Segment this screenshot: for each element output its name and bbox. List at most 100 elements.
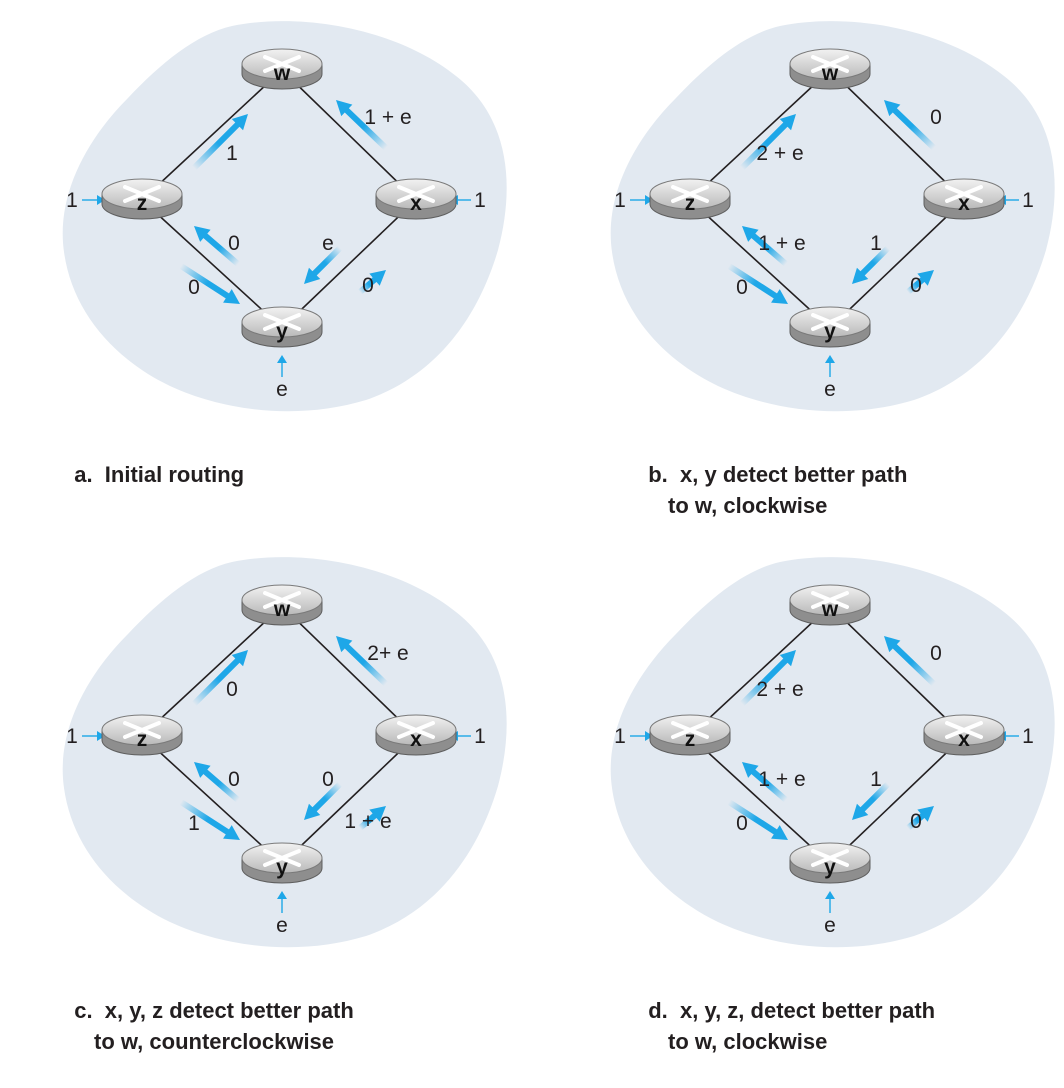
flow-label-zw-b: 2 + e bbox=[756, 142, 803, 165]
router-label-z: z bbox=[685, 728, 696, 751]
router-cross-icon bbox=[945, 721, 983, 739]
link-zy-d bbox=[689, 735, 831, 865]
flow-label-xw-c: 2+ e bbox=[367, 642, 408, 665]
router-cross-icon bbox=[811, 55, 849, 73]
flow-label-yz-a: 0 bbox=[228, 232, 240, 255]
link-zy-a bbox=[141, 199, 283, 329]
flow-arrow-xw-b bbox=[883, 100, 937, 151]
flow-arrow-xy-c bbox=[303, 781, 343, 821]
router-label-x: x bbox=[958, 728, 970, 751]
router-label-w: w bbox=[273, 598, 291, 621]
cloud-background-d bbox=[610, 557, 1055, 948]
flow-arrow-yx-b bbox=[906, 269, 935, 295]
link-zw-a bbox=[141, 69, 283, 201]
router-cross-icon bbox=[811, 591, 849, 609]
flow-label-zw-d: 2 + e bbox=[756, 678, 803, 701]
router-cross-icon bbox=[397, 185, 435, 203]
link-zw-d bbox=[689, 605, 831, 737]
caption-a: a. Initial routing bbox=[74, 462, 245, 487]
link-zw-c bbox=[141, 605, 283, 737]
router-z-c: z bbox=[101, 714, 183, 756]
link-wx-a bbox=[281, 69, 417, 201]
router-cross-icon bbox=[811, 313, 849, 331]
router-y-c: y bbox=[241, 842, 323, 884]
input-label-y-d: e bbox=[824, 914, 836, 937]
router-x-d: x bbox=[923, 714, 1005, 756]
router-w-b: w bbox=[789, 48, 871, 90]
router-y-d: y bbox=[789, 842, 871, 884]
flow-label-xy-a: e bbox=[322, 232, 334, 255]
router-label-z: z bbox=[137, 728, 148, 751]
router-label-y: y bbox=[824, 320, 836, 343]
input-label-z-d: 1 bbox=[614, 725, 626, 748]
flow-label-zw-a: 1 bbox=[226, 142, 238, 165]
router-x-a: x bbox=[375, 178, 457, 220]
flow-arrow-yx-a bbox=[358, 269, 387, 295]
router-label-x: x bbox=[410, 192, 422, 215]
link-wx-b bbox=[829, 69, 965, 201]
flow-label-yx-a: 0 bbox=[362, 274, 374, 297]
router-label-y: y bbox=[276, 856, 288, 879]
flow-label-xw-d: 0 bbox=[930, 642, 942, 665]
flow-label-zy-d: 0 bbox=[736, 812, 748, 835]
router-w-a: w bbox=[241, 48, 323, 90]
flow-arrow-zw-a bbox=[191, 114, 248, 171]
link-zy-c bbox=[141, 735, 283, 865]
flow-label-yz-d: 1 + e bbox=[758, 768, 805, 791]
flow-arrow-zy-b bbox=[727, 263, 789, 304]
input-label-x-c: 1 bbox=[474, 725, 486, 748]
router-label-x: x bbox=[958, 192, 970, 215]
input-label-y-a: e bbox=[276, 378, 288, 401]
link-wx-c bbox=[281, 605, 417, 737]
flow-arrow-yz-d bbox=[741, 762, 788, 803]
flow-label-yz-b: 1 + e bbox=[758, 232, 805, 255]
flow-arrow-zy-c bbox=[179, 799, 241, 840]
input-label-y-b: e bbox=[824, 378, 836, 401]
flow-label-zy-b: 0 bbox=[736, 276, 748, 299]
link-yx-c bbox=[281, 735, 417, 865]
router-label-w: w bbox=[821, 598, 839, 621]
flow-label-zy-c: 1 bbox=[188, 812, 200, 835]
input-label-z-a: 1 bbox=[66, 189, 78, 212]
flow-arrow-xw-d bbox=[883, 636, 937, 687]
router-cross-icon bbox=[945, 185, 983, 203]
router-x-b: x bbox=[923, 178, 1005, 220]
routing-diagram-canvas: 1 1 + e 0 0 0 e 1 1 e w z x y 2 + e 0 1 + e 0 0 1 1 1 e w z x y 0 2… bbox=[62, 21, 1055, 948]
flow-arrow-xw-c bbox=[335, 636, 389, 687]
flow-label-xw-b: 0 bbox=[930, 106, 942, 129]
router-cross-icon bbox=[263, 55, 301, 73]
flow-label-zw-c: 0 bbox=[226, 678, 238, 701]
flow-label-yx-d: 0 bbox=[910, 810, 922, 833]
router-z-d: z bbox=[649, 714, 731, 756]
router-cross-icon bbox=[671, 721, 709, 739]
flow-label-xy-d: 1 bbox=[870, 768, 882, 791]
flow-label-xy-b: 1 bbox=[870, 232, 882, 255]
router-w-d: w bbox=[789, 584, 871, 626]
router-y-a: y bbox=[241, 306, 323, 348]
router-label-z: z bbox=[137, 192, 148, 215]
router-cross-icon bbox=[671, 185, 709, 203]
router-label-w: w bbox=[273, 62, 291, 85]
router-y-b: y bbox=[789, 306, 871, 348]
input-label-z-c: 1 bbox=[66, 725, 78, 748]
flow-arrow-xy-b bbox=[851, 245, 891, 285]
router-z-a: z bbox=[101, 178, 183, 220]
flow-arrow-yx-d bbox=[906, 805, 935, 831]
flow-label-zy-a: 0 bbox=[188, 276, 200, 299]
flow-arrow-yx-c bbox=[358, 805, 387, 831]
cloud-background-a bbox=[62, 21, 507, 412]
flow-arrow-zy-d bbox=[727, 799, 789, 840]
link-yx-b bbox=[829, 199, 965, 329]
input-label-y-c: e bbox=[276, 914, 288, 937]
router-cross-icon bbox=[263, 313, 301, 331]
flow-arrow-zw-d bbox=[739, 650, 796, 707]
input-label-x-b: 1 bbox=[1022, 189, 1034, 212]
flow-label-yz-c: 0 bbox=[228, 768, 240, 791]
flow-label-xw-a: 1 + e bbox=[364, 106, 411, 129]
input-label-x-d: 1 bbox=[1022, 725, 1034, 748]
input-label-z-b: 1 bbox=[614, 189, 626, 212]
flow-label-yx-b: 0 bbox=[910, 274, 922, 297]
